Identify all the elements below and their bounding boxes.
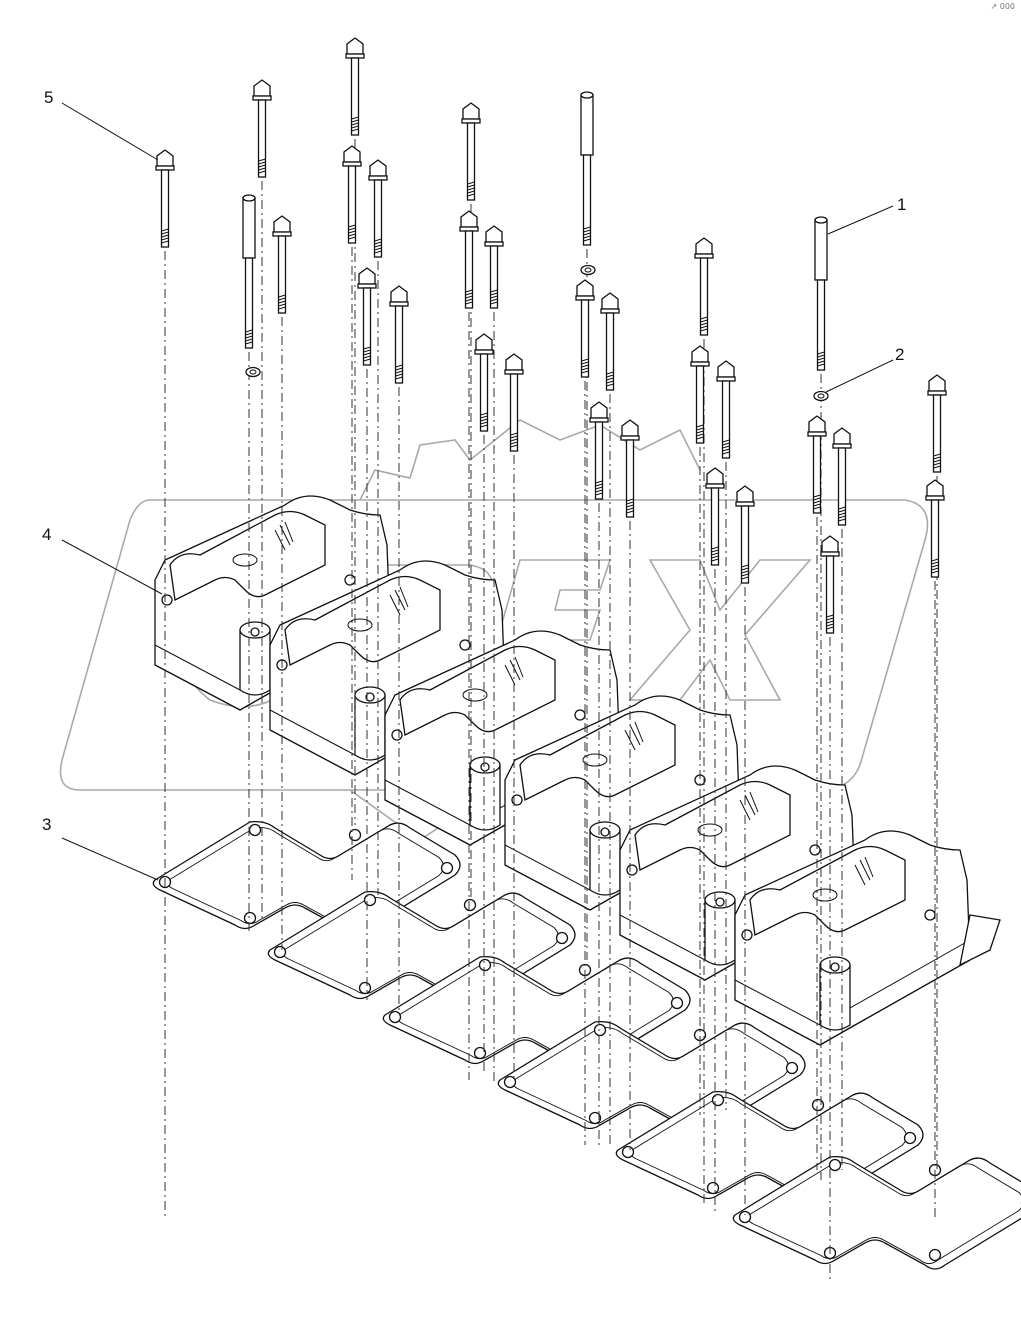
leader-lines bbox=[61, 102, 894, 881]
valve-cover bbox=[734, 830, 971, 1046]
washer bbox=[245, 366, 261, 378]
gasket-hole bbox=[473, 1046, 487, 1060]
gasket-hole bbox=[811, 1098, 825, 1112]
corner-mark: ↗ 000 bbox=[990, 2, 1015, 11]
gasket-hole bbox=[348, 828, 362, 842]
gasket-group bbox=[152, 820, 1021, 1270]
bolt bbox=[807, 415, 827, 514]
gasket-hole bbox=[248, 823, 262, 837]
gasket-hole bbox=[273, 945, 287, 959]
gasket-hole bbox=[358, 981, 372, 995]
gasket-hole bbox=[243, 911, 257, 925]
gasket-hole bbox=[588, 1111, 602, 1125]
bolt bbox=[820, 535, 840, 634]
bolt bbox=[345, 37, 365, 136]
bolt bbox=[735, 485, 755, 584]
gasket-hole bbox=[503, 1075, 517, 1089]
bolt bbox=[705, 467, 725, 566]
gasket-hole bbox=[928, 1248, 942, 1262]
bolt bbox=[461, 102, 481, 201]
bolt bbox=[832, 427, 852, 526]
gasket-hole bbox=[621, 1145, 635, 1159]
gasket-hole bbox=[785, 1061, 799, 1075]
bolt bbox=[716, 360, 736, 459]
bolt bbox=[252, 79, 272, 178]
stud bbox=[814, 216, 828, 371]
gasket-hole bbox=[593, 1023, 607, 1037]
stud bbox=[580, 91, 594, 246]
gasket-hole bbox=[440, 861, 454, 875]
gasket-hole bbox=[670, 996, 684, 1010]
bolt bbox=[474, 333, 494, 432]
washer bbox=[580, 264, 596, 276]
bolt bbox=[459, 210, 479, 309]
bolt bbox=[925, 479, 945, 578]
bolt bbox=[368, 159, 388, 258]
bolt bbox=[694, 237, 714, 336]
gasket-hole bbox=[711, 1093, 725, 1107]
callout-1: 1 bbox=[897, 195, 906, 214]
gasket bbox=[732, 1155, 1021, 1270]
bolt bbox=[484, 225, 504, 309]
gasket-hole bbox=[463, 898, 477, 912]
gasket-hole bbox=[555, 931, 569, 945]
bolt-group bbox=[155, 37, 947, 634]
gasket-hole bbox=[363, 893, 377, 907]
callout-5: 5 bbox=[44, 88, 53, 107]
callout-4: 4 bbox=[42, 525, 51, 544]
bolt bbox=[690, 345, 710, 444]
bolt bbox=[600, 292, 620, 391]
valve-cover-group bbox=[154, 495, 1001, 1046]
bolt bbox=[589, 401, 609, 500]
gasket-hole bbox=[903, 1131, 917, 1145]
gasket-hole bbox=[478, 958, 492, 972]
bolt bbox=[389, 285, 409, 384]
bolt bbox=[357, 267, 377, 366]
bolt bbox=[342, 145, 362, 244]
washer bbox=[813, 390, 829, 402]
gasket-hole bbox=[388, 1010, 402, 1024]
gasket-hole bbox=[828, 1158, 842, 1172]
bolt bbox=[504, 353, 524, 452]
bolt bbox=[155, 149, 175, 248]
callout-3: 3 bbox=[42, 815, 51, 834]
callout-2: 2 bbox=[895, 345, 904, 364]
bolt bbox=[272, 215, 292, 314]
cover-flange bbox=[959, 914, 1001, 967]
bolt bbox=[927, 374, 947, 473]
stud bbox=[242, 194, 256, 349]
gasket-hole bbox=[706, 1181, 720, 1195]
gasket-hole bbox=[738, 1210, 752, 1224]
callouts: 5 1 2 3 4 bbox=[42, 88, 906, 834]
bolt bbox=[575, 279, 595, 378]
bolt bbox=[620, 419, 640, 518]
